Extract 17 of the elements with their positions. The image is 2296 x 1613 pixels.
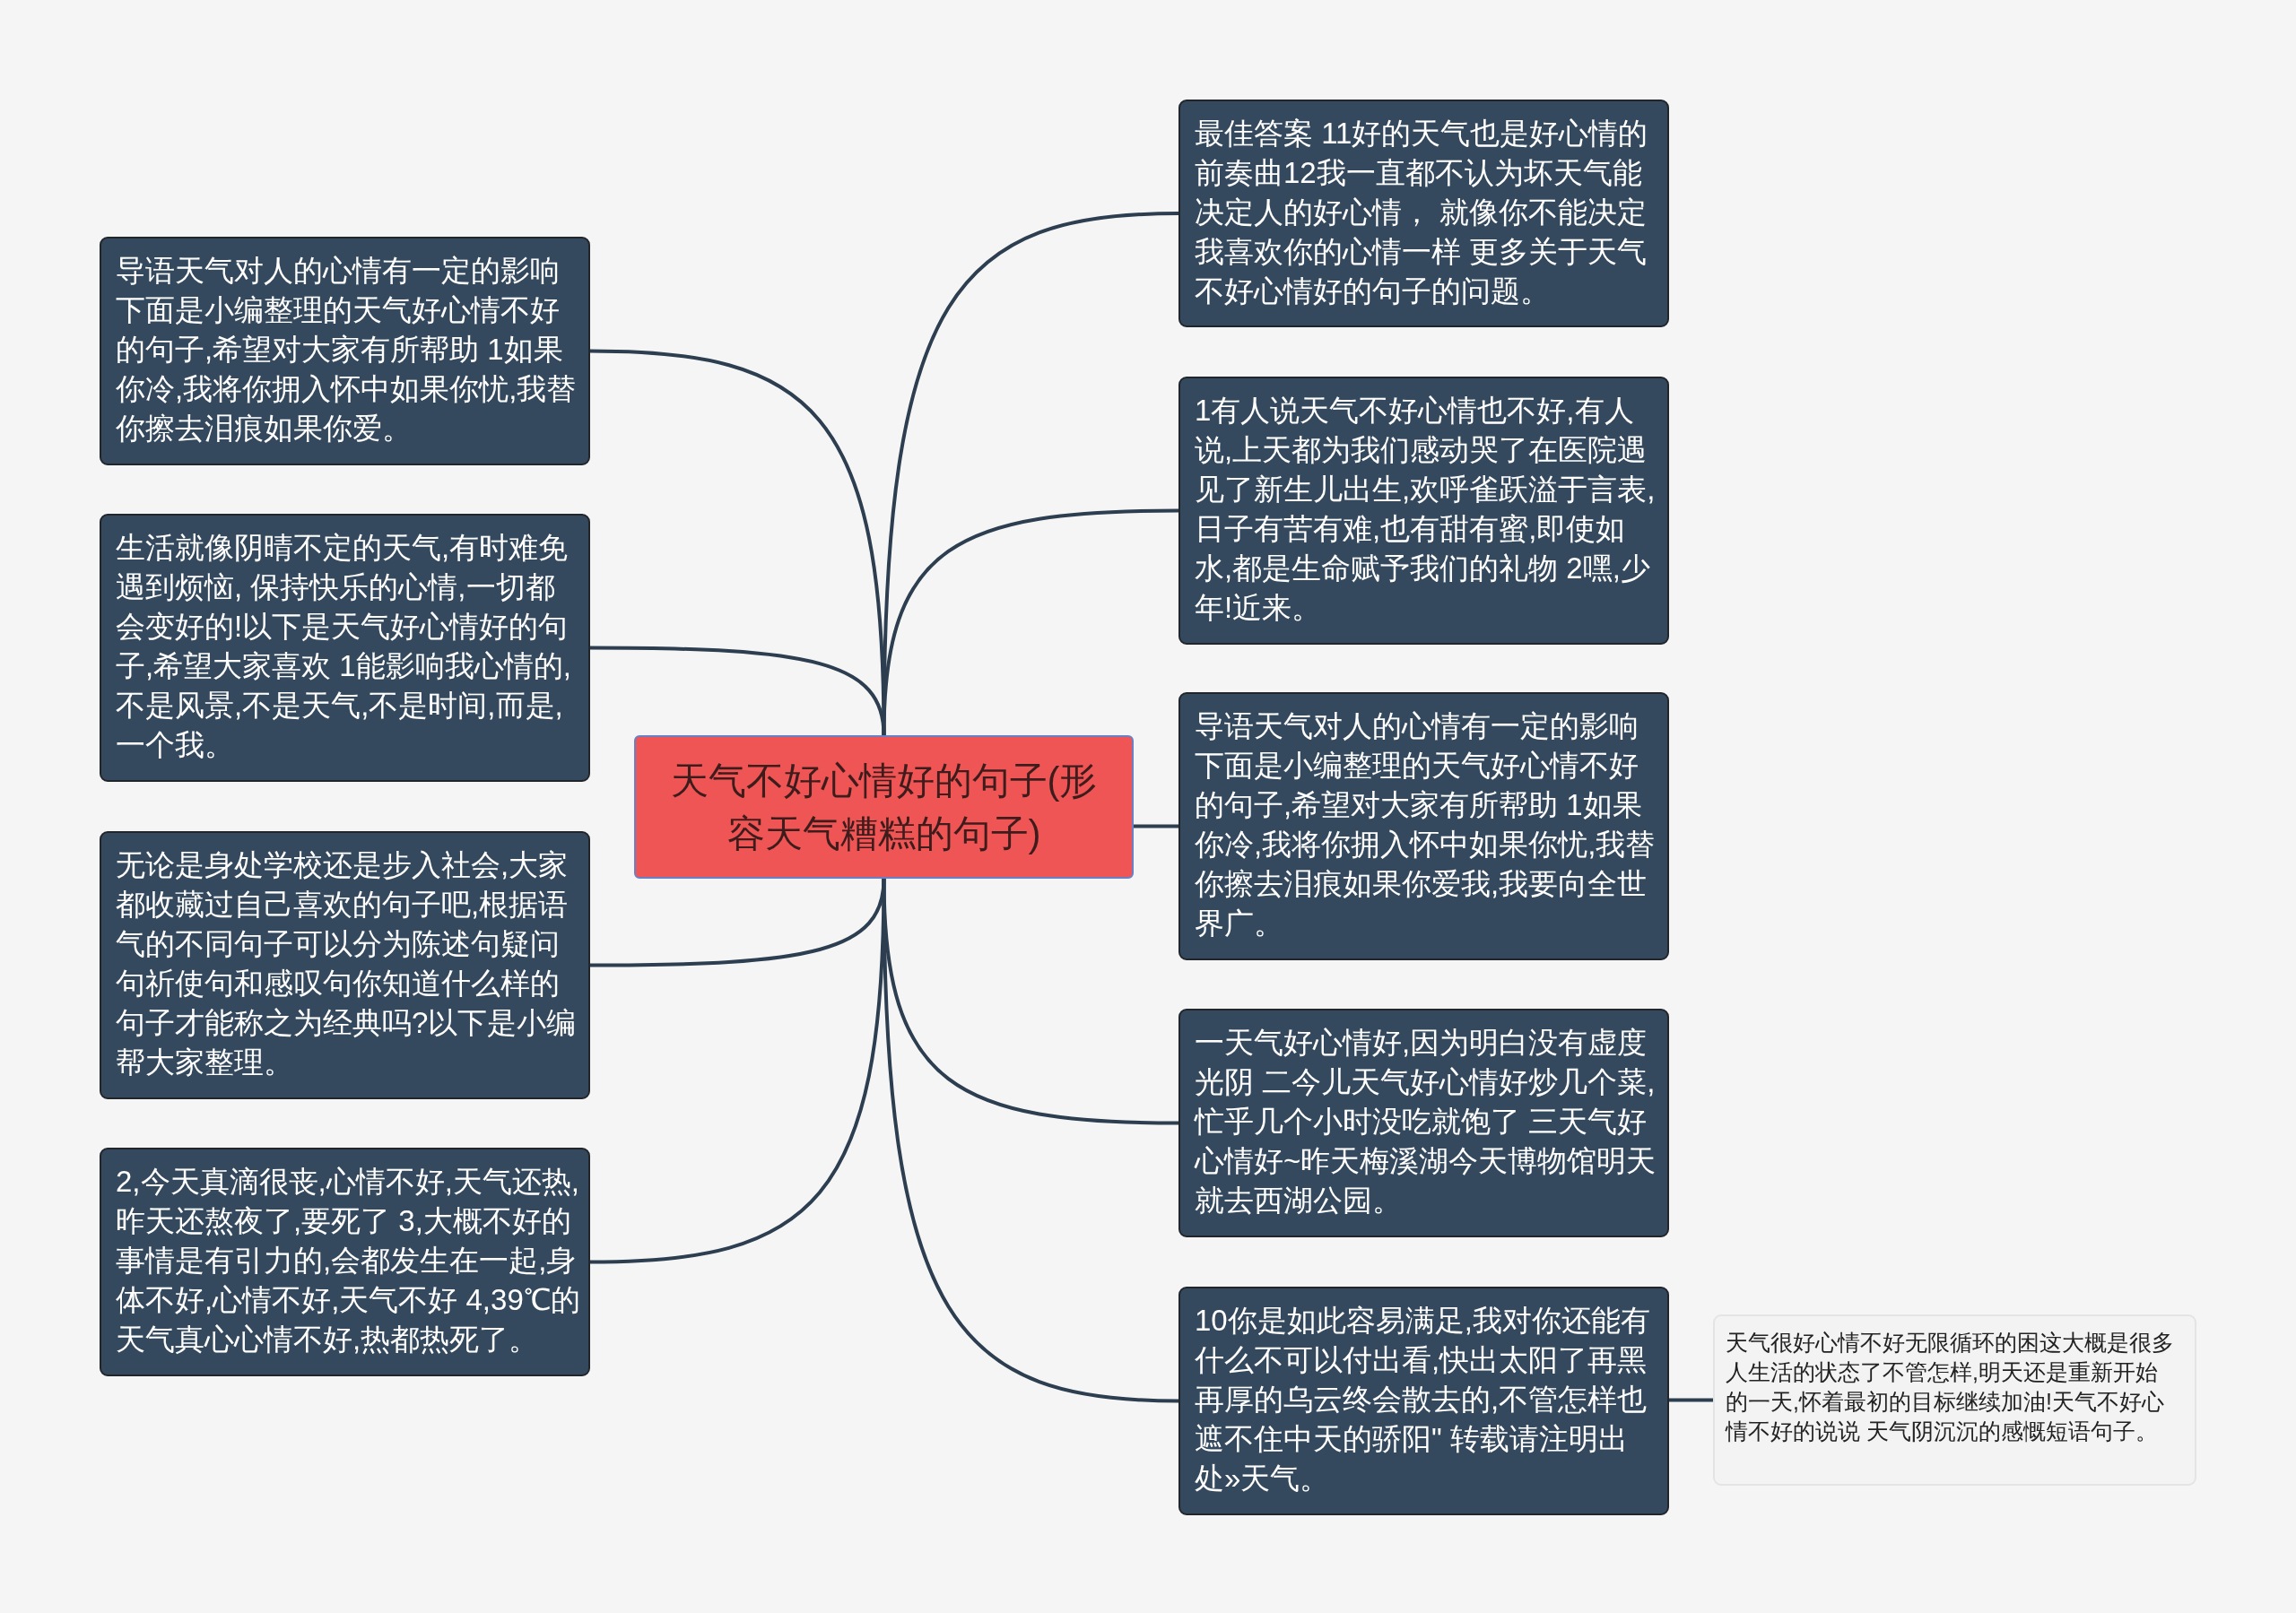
connector-line	[1669, 1398, 1713, 1402]
connector-line	[1134, 824, 1178, 828]
text-box: 生活就像阴晴不定的天气,有时难免遇到烦恼, 保持快乐的心情,一切都会变好的!以下是天气好心情好的句子,希望大家喜欢 1能影响我心情的,不是风景,不是天气,不是时间,而是,一个我。	[100, 514, 590, 782]
text-box: 导语天气对人的心情有一定的影响下面是小编整理的天气好心情不好的句子,希望对大家有所帮助 1如果你冷,我将你拥入怀中如果你忧,我替你擦去泪痕如果你爱我,我要向全世界广。	[1178, 692, 1669, 960]
note-box: 天气很好心情不好无限循环的困这大概是很多人生活的状态了不管怎样,明天还是重新开始的一天,怀着最初的目标继续加油!天气不好心情不好的说说 天气阴沉沉的感慨短语句子。	[1713, 1314, 2196, 1486]
text-box: 最佳答案 11好的天气也是好心情的前奏曲12我一直都不认为坏天气能决定人的好心情， 就像你不能决定我喜欢你的心情一样 更多关于天气不好心情好的句子的问题。	[1178, 100, 1669, 327]
text-box: 10你是如此容易满足,我对你还能有什么不可以付出看,快出太阳了再黑再厚的乌云终会散去的,不管怎样也遮不住中天的骄阳" 转载请注明出处»天气。	[1178, 1287, 1669, 1515]
topic-box: 天气不好心情好的句子(形容天气糟糕的句子)	[634, 735, 1134, 879]
text-box: 无论是身处学校还是步入社会,大家都收藏过自己喜欢的句子吧,根据语气的不同句子可以分为陈述句疑问句祈使句和感叹句你知道什么样的句子才能称之为经典吗?以下是小编帮大家整理。	[100, 831, 590, 1099]
text-box: 1有人说天气不好心情也不好,有人说,上天都为我们感动哭了在医院遇见了新生儿出生,欢呼雀跃溢于言表,日子有苦有难,也有甜有蜜,即使如水,都是生命赋予我们的礼物 2嘿,少年!近来。	[1178, 377, 1669, 645]
connector-line	[882, 508, 1179, 736]
text-box: 2,今天真滴很丧,心情不好,天气还热,昨天还熬夜了,要死了 3,大概不好的事情是有引力的,会都发生在一起,身体不好,心情不好,天气不好 4,39℃的天气真心心情不好,热都热死了。	[100, 1148, 590, 1376]
connector-line	[589, 878, 886, 1264]
connector-line	[882, 212, 1179, 736]
connector-line	[882, 878, 1179, 1403]
text-box: 导语天气对人的心情有一定的影响下面是小编整理的天气好心情不好的句子,希望对大家有所帮助 1如果你冷,我将你拥入怀中如果你忧,我替你擦去泪痕如果你爱。	[100, 237, 590, 465]
text-box: 一天气好心情好,因为明白没有虚度光阴 二今儿天气好心情好炒几个菜,忙乎几个小时没吃就饱了 三天气好心情好~昨天梅溪湖今天博物馆明天就去西湖公园。	[1178, 1009, 1669, 1237]
